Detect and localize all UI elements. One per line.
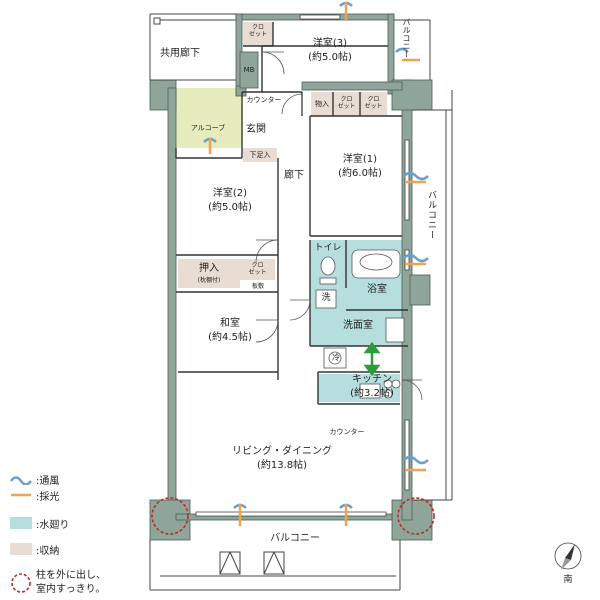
label-closet-r2: クロ ゼット xyxy=(248,262,267,276)
legend-column-label: 柱を外に出し、 室内すっきり。 xyxy=(36,570,106,595)
label-mb: MB xyxy=(243,66,255,74)
oshiire-area xyxy=(178,259,240,288)
label-kitchen-size: (約3.2帖) xyxy=(350,388,394,399)
closet-r2-area xyxy=(240,259,275,280)
label-counter-kitchen: カウンター xyxy=(329,428,365,436)
label-corridor: 廊下 xyxy=(284,170,304,181)
label-room1: 洋室(1) xyxy=(342,154,378,165)
label-toilet: トイレ xyxy=(314,243,342,253)
compass: 南 xyxy=(553,538,583,590)
daylight-icon xyxy=(11,493,31,497)
legend-water-label: :水廻り xyxy=(36,519,70,531)
closet-a-area xyxy=(333,92,360,116)
label-alcove: アルコーブ xyxy=(190,124,226,132)
label-closet-top: クロ ゼット xyxy=(248,24,267,38)
label-room3-size: (約5.0帖) xyxy=(308,52,352,63)
label-room3: 洋室(3) xyxy=(312,38,348,49)
legend-storage: :収納 xyxy=(10,538,150,560)
compass-icon xyxy=(554,542,582,570)
label-ldk: リビング・ダイニング xyxy=(232,446,332,457)
label-balcony-top-right: バルコニー xyxy=(402,18,411,58)
label-room1-size: (約6.0帖) xyxy=(338,168,382,179)
ventilation-icon xyxy=(10,476,32,485)
legend: :通風 :採光 :水廻り :収納 柱を外に出し、 室内すっきり。 xyxy=(10,468,150,600)
label-balcony-right: バルコニー xyxy=(426,190,436,240)
closet-b-area xyxy=(360,92,387,116)
label-closet-a: クロ ゼット xyxy=(337,96,356,110)
label-shoe-storage: 下足入 xyxy=(249,151,271,159)
label-washroom: 洗面室 xyxy=(343,320,373,331)
label-ldk-size: (約13.8帖) xyxy=(256,460,308,471)
label-fridge: 冷 xyxy=(332,353,340,362)
label-room2: 洋室(2) xyxy=(212,188,248,199)
label-common-corridor: 共用廊下 xyxy=(160,48,200,59)
column-marker-left xyxy=(151,497,189,535)
shoe-cabinet-area xyxy=(311,92,333,116)
label-entrance: 玄関 xyxy=(246,124,266,135)
storage-swatch xyxy=(10,543,32,555)
shoe-storage-area xyxy=(243,148,277,162)
column-marker-right xyxy=(397,497,435,535)
legend-storage-label: :収納 xyxy=(36,545,60,557)
water-swatch xyxy=(10,517,32,529)
label-kitchen: キッチン xyxy=(352,374,392,385)
label-oshiire: 押入 xyxy=(199,263,219,274)
legend-column: 柱を外に出し、 室内すっきり。 xyxy=(10,566,150,600)
legend-ventilation-label: :通風 xyxy=(36,475,60,487)
label-washitsu-size: (約4.5帖) xyxy=(208,332,252,343)
label-room2-size: (約5.0帖) xyxy=(208,202,252,213)
column-ring-icon xyxy=(11,573,31,593)
legend-water: :水廻り xyxy=(10,512,150,534)
label-wash-machine: 洗 xyxy=(321,293,331,303)
label-counter-entrance: カウンター xyxy=(246,96,282,104)
label-shoe-cabinet: 物入 xyxy=(315,100,329,108)
compass-south-label: 南 xyxy=(563,575,573,585)
legend-ventilation: :通風 xyxy=(10,468,150,490)
closet-top-area xyxy=(243,22,273,46)
label-balcony-bottom: バルコニー xyxy=(270,533,320,544)
label-oshiire-note: (枕棚付) xyxy=(197,277,221,284)
label-washitsu: 和室 xyxy=(220,318,240,329)
label-bathroom: 浴室 xyxy=(367,284,387,295)
label-closet-b: クロ ゼット xyxy=(364,96,383,110)
legend-daylight-label: :採光 xyxy=(36,491,60,503)
legend-daylight: :採光 xyxy=(10,484,150,506)
label-itajiki: 板敷 xyxy=(251,283,264,290)
